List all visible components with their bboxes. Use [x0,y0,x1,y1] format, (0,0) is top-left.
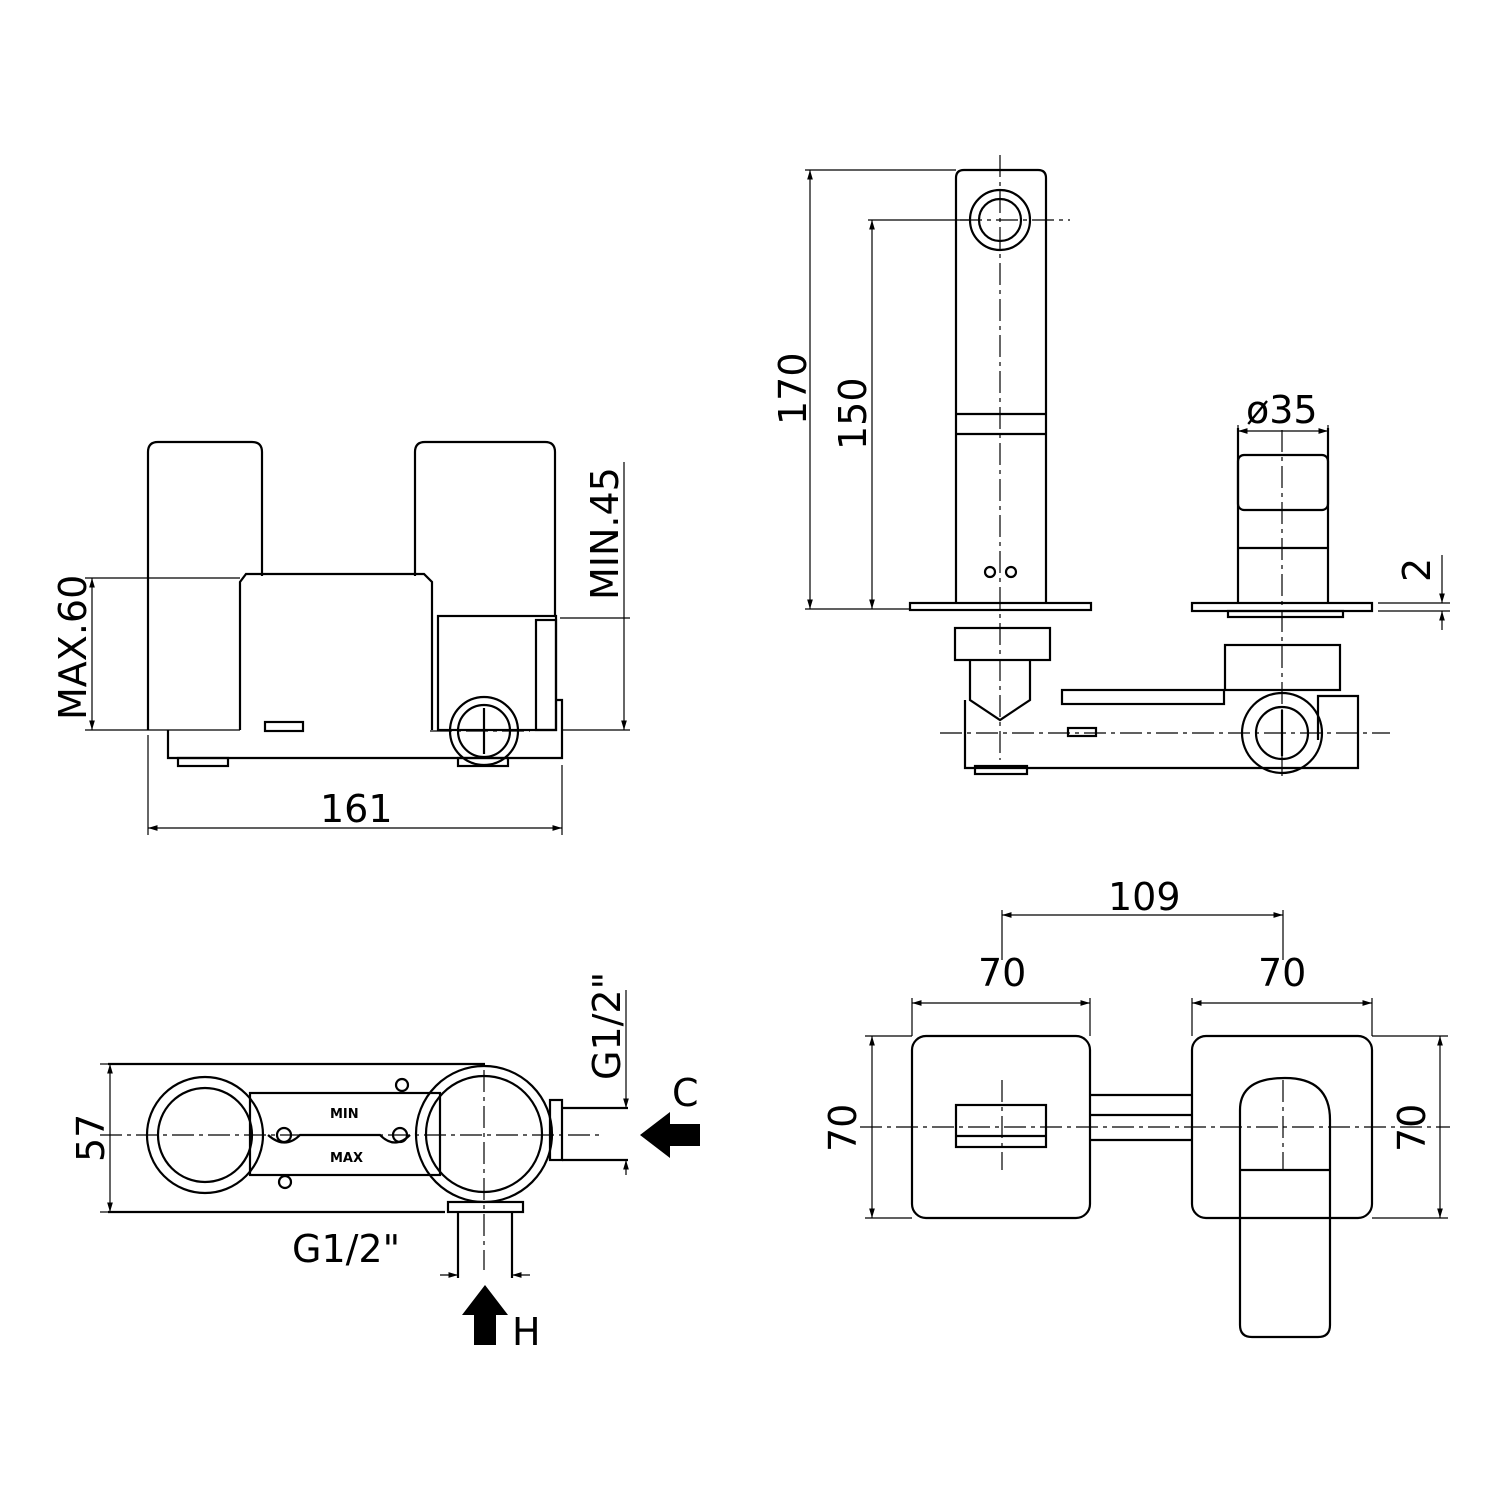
side-view: 170 150 ø35 2 [771,155,1450,780]
max-dimension: MAX.60 [51,575,95,720]
right-width: 70 [1258,951,1306,995]
plate-view: 109 70 70 70 70 [821,875,1450,1339]
cold-label: C [672,1071,699,1115]
diameter-dimension: ø35 [1246,388,1318,432]
right-height: 70 [1390,1104,1434,1152]
min-dimension: MIN.45 [583,467,627,600]
depth-dimension: 57 [69,1114,113,1162]
spacing-dimension: 109 [1108,875,1181,919]
plate-thickness: 2 [1395,558,1439,582]
max-mark: MAX [330,1151,363,1166]
cold-inlet-size: G1/2" [585,972,629,1080]
height-total: 170 [771,352,815,425]
front-view: MAX.60 MIN.45 161 [51,440,630,835]
hot-arrow-icon [462,1285,508,1345]
cold-arrow-icon [640,1112,700,1158]
hot-inlet-size: G1/2" [292,1227,400,1271]
height-outlet: 150 [831,377,875,450]
hot-label: H [512,1310,541,1354]
left-width: 70 [978,951,1026,995]
top-view: MIN MAX 57 G1/2" C G1/2" H [69,972,700,1354]
width-dimension: 161 [320,787,393,831]
min-mark: MIN [330,1107,359,1122]
left-height: 70 [821,1104,865,1152]
